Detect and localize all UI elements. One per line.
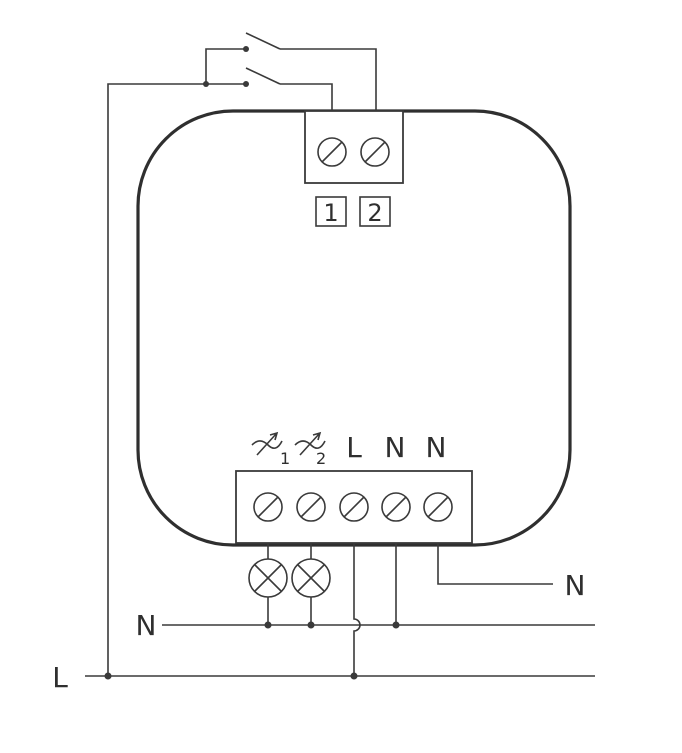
- terminal-label-L: L: [346, 431, 362, 464]
- junction-dot: [350, 672, 358, 680]
- bottom-terminal-block: [235, 470, 473, 544]
- terminal-label-1: 1: [323, 199, 338, 227]
- bottom-terminal-labels: 1 2 L N N: [251, 431, 447, 468]
- lamp-2: [291, 543, 331, 625]
- lamp-1: [248, 543, 288, 625]
- top-terminal-block: 1 2: [304, 110, 404, 227]
- screw-icon: [360, 137, 390, 167]
- terminal-label-box: [359, 196, 391, 227]
- switch-1-wire: [280, 48, 377, 111]
- screw-icon: [296, 492, 326, 522]
- output-2-subscript: 2: [316, 449, 326, 468]
- dimmer-output-icon: [294, 431, 326, 456]
- terminal-label-box: [315, 196, 347, 227]
- junction-dot: [243, 46, 249, 52]
- neutral-out-wire: [437, 543, 553, 585]
- junction-dot: [264, 621, 272, 629]
- junction-dot: [203, 81, 209, 87]
- dimmer-output-icon: [251, 431, 283, 456]
- switch-1-blade: [245, 32, 281, 50]
- screw-icon: [381, 492, 411, 522]
- screw-icon: [339, 492, 369, 522]
- junction-dot: [243, 81, 249, 87]
- neutral-out-label: N: [565, 569, 586, 602]
- terminal-label-2: 2: [367, 199, 382, 227]
- switch-2-blade: [245, 67, 281, 85]
- output-1-subscript: 1: [280, 449, 290, 468]
- junction-dot: [392, 621, 400, 629]
- screw-icon: [317, 137, 347, 167]
- switches: [107, 32, 377, 676]
- junction-dot: [307, 621, 315, 629]
- switch-common-wire: [205, 48, 246, 84]
- line-bus-label: L: [52, 661, 68, 694]
- terminal-label-N: N: [385, 431, 406, 464]
- screw-icon: [423, 492, 453, 522]
- terminal-label-N: N: [426, 431, 447, 464]
- neutral-bus-label: N: [136, 609, 157, 642]
- switch-2-wire: [280, 83, 333, 111]
- line-wire-with-crossover: [353, 543, 361, 676]
- junction-dot: [104, 672, 112, 680]
- screw-icon: [253, 492, 283, 522]
- line-feed-wire: [107, 83, 246, 676]
